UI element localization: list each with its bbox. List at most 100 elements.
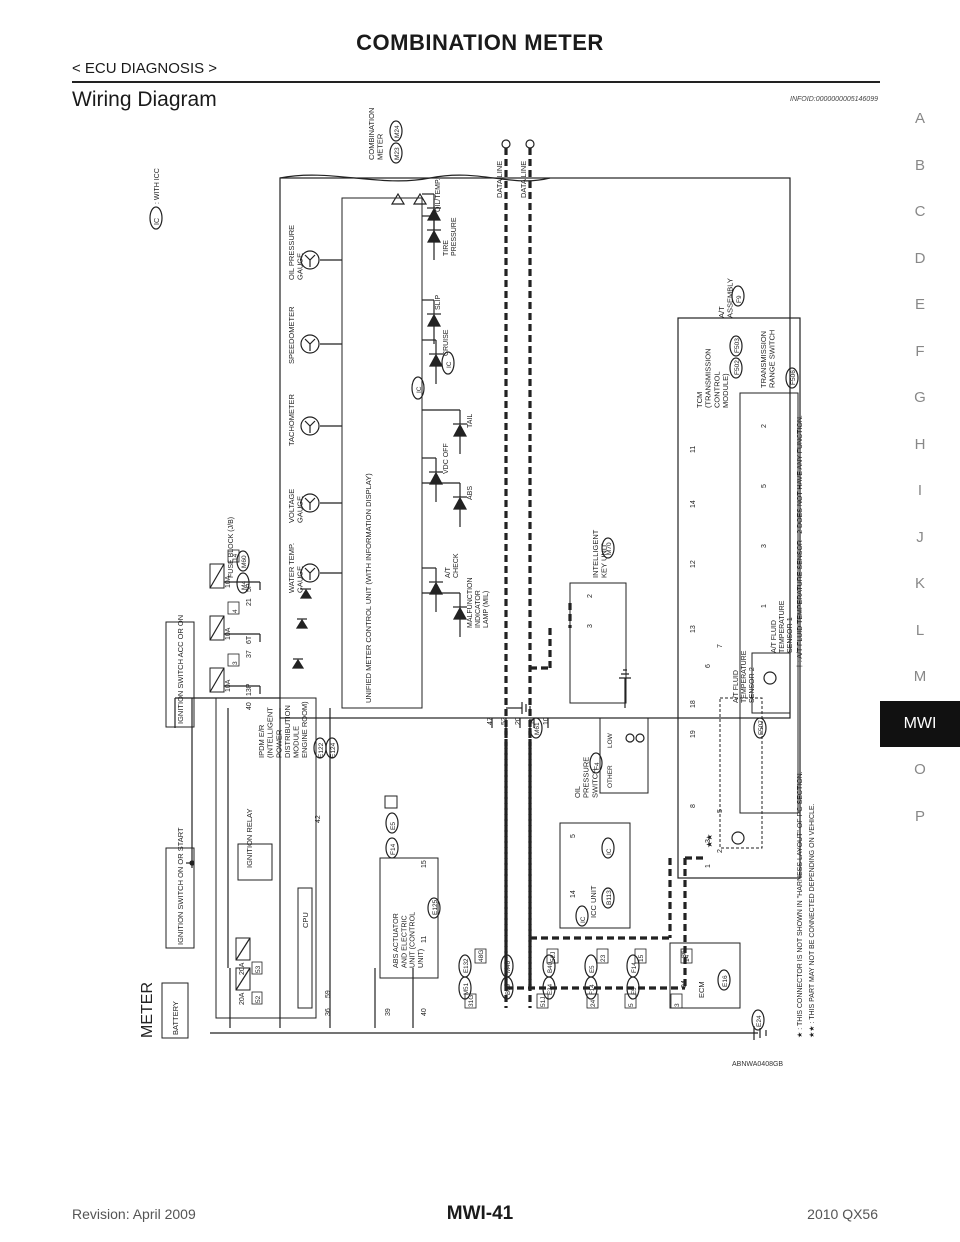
- fluid2-box: [719, 697, 763, 849]
- tcm-pin: 11: [690, 446, 697, 453]
- fuse-amp: 20A: [239, 992, 246, 1005]
- wire: [309, 497, 316, 504]
- fluid1-label: TEMPERATURE: [779, 600, 786, 653]
- harness-pin: 15: [638, 954, 645, 962]
- range-switch-label: TRANSMISSION: [759, 331, 768, 388]
- icc-box: [559, 822, 631, 929]
- battery-box-label: BATTERY: [171, 1001, 180, 1035]
- jb-pin: 13P: [246, 683, 253, 696]
- joint-conn: F14: [390, 843, 397, 855]
- at-assembly-label: A/T: [717, 306, 726, 318]
- harness-pin: 14: [684, 954, 691, 962]
- breadcrumb: < ECU DIAGNOSIS >: [72, 60, 218, 77]
- wire: [304, 338, 311, 345]
- wire: [309, 420, 316, 427]
- gauge-label: WATER TEMP.: [287, 543, 296, 593]
- meter-wavy-edge: [279, 174, 551, 182]
- jb-pin: 5P: [246, 583, 253, 592]
- lamp-label: A/T: [445, 566, 452, 578]
- conn-bubble: [731, 285, 745, 307]
- fluid1-box: [751, 652, 791, 714]
- meter-pin: 21: [246, 598, 253, 606]
- harness-pin-box: [670, 993, 683, 1009]
- unified-meter-label: UNIFIED METER CONTROL UNIT (WITH INFORMA…: [364, 473, 373, 703]
- ground-icon: [521, 702, 531, 714]
- tab-d: D: [914, 249, 926, 267]
- conn-bubble: [751, 1009, 765, 1031]
- harness-conn: E34: [547, 983, 554, 995]
- harness-conn: B69: [505, 983, 512, 995]
- harness-pin-box: [624, 993, 637, 1009]
- fuse-amp: 20A: [239, 962, 246, 975]
- lamp-icon: [428, 581, 444, 595]
- lamp-icon: [452, 423, 468, 437]
- ecm-conn: E16: [722, 975, 729, 987]
- icc-conn: B113: [606, 890, 613, 905]
- icc-ic2: IC: [580, 916, 587, 923]
- harness-conn: F14: [589, 984, 596, 995]
- intelligent-key-box: [569, 582, 627, 704]
- note-dstar: ★★ : THIS PART MAY NOT BE CONNECTED DEPE…: [808, 803, 816, 1038]
- ipdm-pin: 36: [325, 1008, 332, 1016]
- note-star: ★ : THIS CONNECTOR IS NOT SHOWN IN "HARN…: [796, 771, 804, 1038]
- wire: [309, 254, 316, 261]
- lamp-label: TAIL: [467, 414, 474, 428]
- ik-pin: 2: [587, 594, 594, 598]
- tcm-conn: F502: [734, 360, 741, 375]
- header-rule: [72, 81, 880, 83]
- lamp-label: TIRE: [443, 240, 450, 256]
- abs-box: [379, 857, 439, 979]
- data-line-end: [525, 139, 535, 149]
- harness-pin-box: [536, 993, 549, 1009]
- tab-mwi: MWI: [880, 700, 960, 747]
- ign-start-box: [165, 847, 195, 949]
- ic-legend-text: : WITH ICC: [154, 168, 161, 204]
- unified-meter-unit: [341, 197, 423, 709]
- wire: [304, 497, 311, 504]
- conn-bubble: [427, 897, 441, 919]
- ipdm-label: ENGINE ROOM): [300, 701, 309, 758]
- fluid2-label: A/T FLUID: [733, 670, 740, 703]
- conn-bubble: [389, 142, 403, 164]
- wire: [235, 967, 251, 991]
- gauge-label: SPEEDOMETER: [287, 306, 296, 364]
- gauge-icon: [300, 416, 320, 436]
- meter-bottom-pin: 10: [543, 717, 550, 725]
- ik-label: INTELLIGENT: [591, 529, 600, 578]
- range-switch-box: [739, 392, 799, 814]
- ign-acc-box: [165, 621, 195, 728]
- fuse-no-box: [227, 653, 240, 667]
- ic-bubble-label: IC: [416, 386, 423, 393]
- ic-bubble: [441, 351, 455, 375]
- conn-bubble: [458, 976, 472, 1000]
- diode-icon: [295, 618, 309, 629]
- abs-label: AND ELECTRIC: [399, 915, 408, 968]
- lamp-icon: [428, 471, 444, 485]
- ipdm-label: (INTELLIGENT: [266, 707, 275, 758]
- fluid2-label: SENSOR-2: [749, 667, 756, 703]
- ipdm-label: IPDM E/R: [257, 724, 266, 758]
- icc-pin: 14: [570, 890, 577, 898]
- harness-pin: 48G: [478, 950, 485, 962]
- lamp-label: ABS: [467, 486, 474, 500]
- comb-meter-label: COMBINATION: [367, 108, 376, 160]
- tcm-pin: 19: [690, 730, 697, 738]
- ipdm-conn: E122: [318, 742, 325, 758]
- tcm-label: MODULE): [721, 373, 730, 408]
- oil-switch-label: PRESSURE: [582, 757, 591, 798]
- ic-bubble-label: IC: [446, 361, 453, 368]
- tcm-lower-pin: 2: [717, 849, 724, 853]
- harness-pin-box: [586, 993, 599, 1009]
- fb-conn: M60: [241, 555, 248, 568]
- lamp-label: SLIP: [435, 294, 442, 310]
- gauge-label: VOLTAGE: [287, 489, 296, 523]
- harness-pin: 31G: [468, 995, 475, 1007]
- fuse-amp: 10A: [225, 679, 232, 692]
- wire: [304, 567, 311, 574]
- tcm-lower-pin: 6: [705, 664, 712, 668]
- switch-contact: [635, 733, 645, 743]
- meter-bottom-pin: 47: [487, 717, 494, 725]
- meter-outline: [279, 177, 791, 719]
- ik-pin: 3: [587, 624, 594, 628]
- fuse-icon: [209, 615, 225, 641]
